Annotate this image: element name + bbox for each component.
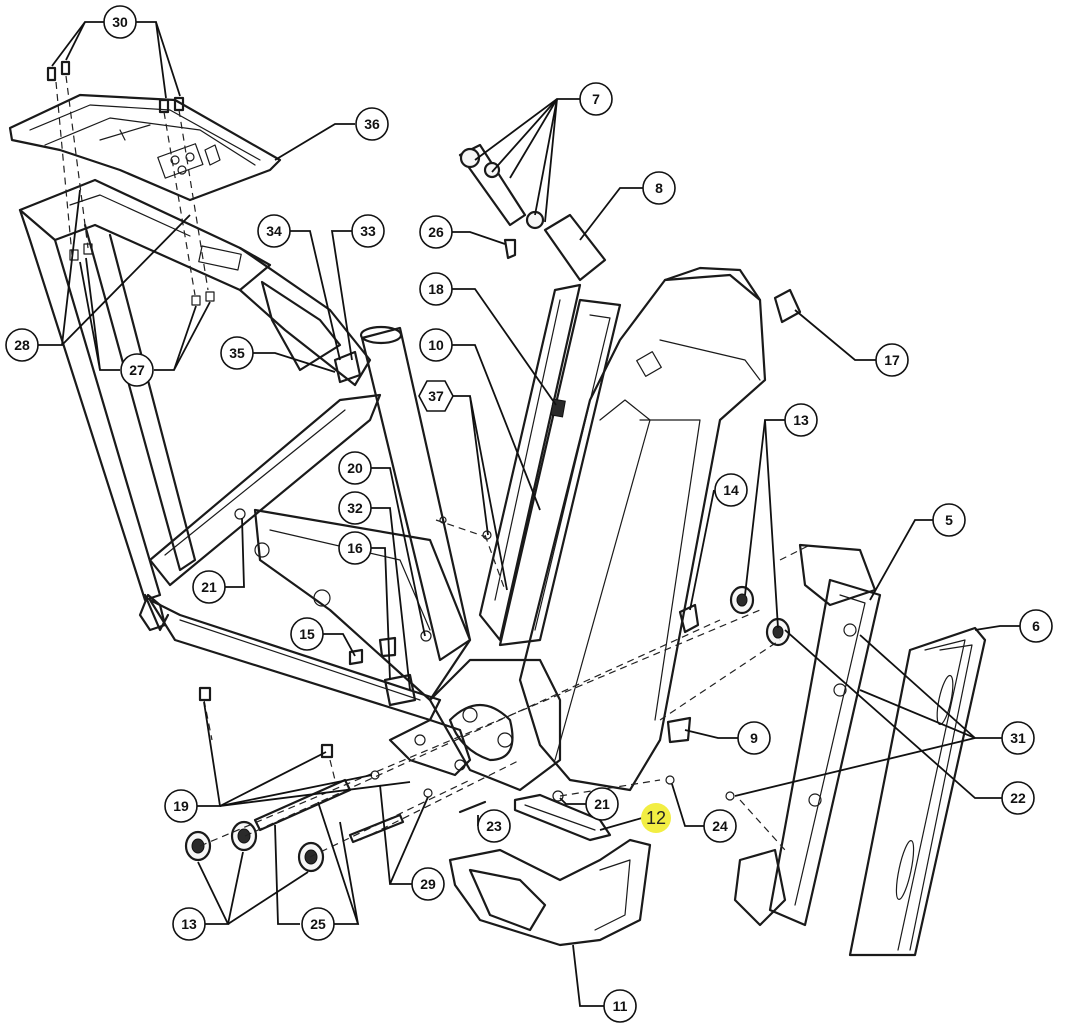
callout-8: 8 (642, 171, 676, 205)
callout-25: 25 (301, 907, 335, 941)
svg-text:7: 7 (592, 91, 600, 107)
callout-27: 27 (120, 353, 154, 387)
callout-19: 19 (164, 789, 198, 823)
svg-text:31: 31 (1010, 730, 1026, 746)
svg-text:14: 14 (723, 482, 739, 498)
callout-36: 36 (355, 107, 389, 141)
callout-5: 5 (932, 503, 966, 537)
rear-rack (8, 93, 282, 202)
svg-text:29: 29 (420, 876, 436, 892)
callout-16: 16 (338, 531, 372, 565)
callout-30: 30 (103, 5, 137, 39)
main-frame (18, 178, 472, 722)
callout-24: 24 (703, 809, 737, 843)
svg-text:36: 36 (364, 116, 380, 132)
callout-23: 23 (477, 809, 511, 843)
svg-text:21: 21 (201, 579, 217, 595)
small-parts (46, 60, 802, 873)
rail-6 (848, 626, 987, 957)
svg-text:12: 12 (646, 808, 666, 828)
svg-text:25: 25 (310, 916, 326, 932)
svg-text:8: 8 (655, 180, 663, 196)
callout-13-bottom: 13 (172, 907, 206, 941)
svg-text:5: 5 (945, 512, 953, 528)
svg-text:35: 35 (229, 345, 245, 361)
svg-text:9: 9 (750, 730, 758, 746)
callout-37: 37 (418, 380, 454, 412)
callout-20: 20 (338, 451, 372, 485)
svg-text:17: 17 (884, 352, 900, 368)
callout-6: 6 (1019, 609, 1053, 643)
svg-text:13: 13 (181, 916, 197, 932)
svg-text:13: 13 (793, 412, 809, 428)
svg-text:37: 37 (428, 388, 444, 404)
svg-text:23: 23 (486, 818, 502, 834)
svg-text:21: 21 (594, 796, 610, 812)
svg-text:22: 22 (1010, 790, 1026, 806)
callout-9: 9 (737, 721, 771, 755)
svg-text:32: 32 (347, 500, 363, 516)
callout-22: 22 (1001, 781, 1035, 815)
svg-text:20: 20 (347, 460, 363, 476)
leader-lines (38, 21, 1020, 1007)
callout-35: 35 (220, 336, 254, 370)
svg-text:10: 10 (428, 337, 444, 353)
callout-7: 7 (579, 82, 613, 116)
battery-cover (478, 283, 622, 647)
down-tube-battery-housing (518, 266, 767, 792)
rail-bracket-5 (733, 543, 882, 927)
callout-17: 17 (875, 343, 909, 377)
callout-11: 11 (603, 989, 637, 1023)
skid-plate-12 (513, 793, 612, 842)
assembly-dashed-lines (55, 75, 811, 858)
callout-15: 15 (290, 617, 324, 651)
svg-text:34: 34 (266, 223, 282, 239)
callout-12-highlight: 12 (641, 803, 671, 833)
svg-text:33: 33 (360, 223, 376, 239)
svg-text:11: 11 (613, 998, 628, 1014)
svg-text:24: 24 (712, 818, 728, 834)
svg-text:15: 15 (299, 626, 315, 642)
svg-text:6: 6 (1032, 618, 1040, 634)
svg-text:27: 27 (129, 362, 145, 378)
svg-text:30: 30 (112, 14, 128, 30)
callout-21-bottom: 21 (585, 787, 619, 821)
callout-10: 10 (419, 328, 453, 362)
callout-32: 32 (338, 491, 372, 525)
callout-28: 28 (5, 328, 39, 362)
callout-34: 34 (257, 214, 291, 248)
callout-26: 26 (419, 215, 453, 249)
callout-33: 33 (351, 214, 385, 248)
callout-13-top: 13 (784, 403, 818, 437)
callout-18: 18 (419, 272, 453, 306)
svg-text:19: 19 (173, 798, 189, 814)
callout-29: 29 (411, 867, 445, 901)
motor-cover-11 (448, 838, 652, 947)
svg-text:16: 16 (347, 540, 363, 556)
callout-21-left: 21 (192, 570, 226, 604)
callout-14: 14 (714, 473, 748, 507)
svg-text:28: 28 (14, 337, 30, 353)
motor-mount (388, 658, 562, 792)
svg-text:26: 26 (428, 224, 444, 240)
callout-31: 31 (1001, 721, 1035, 755)
svg-text:18: 18 (428, 281, 444, 297)
